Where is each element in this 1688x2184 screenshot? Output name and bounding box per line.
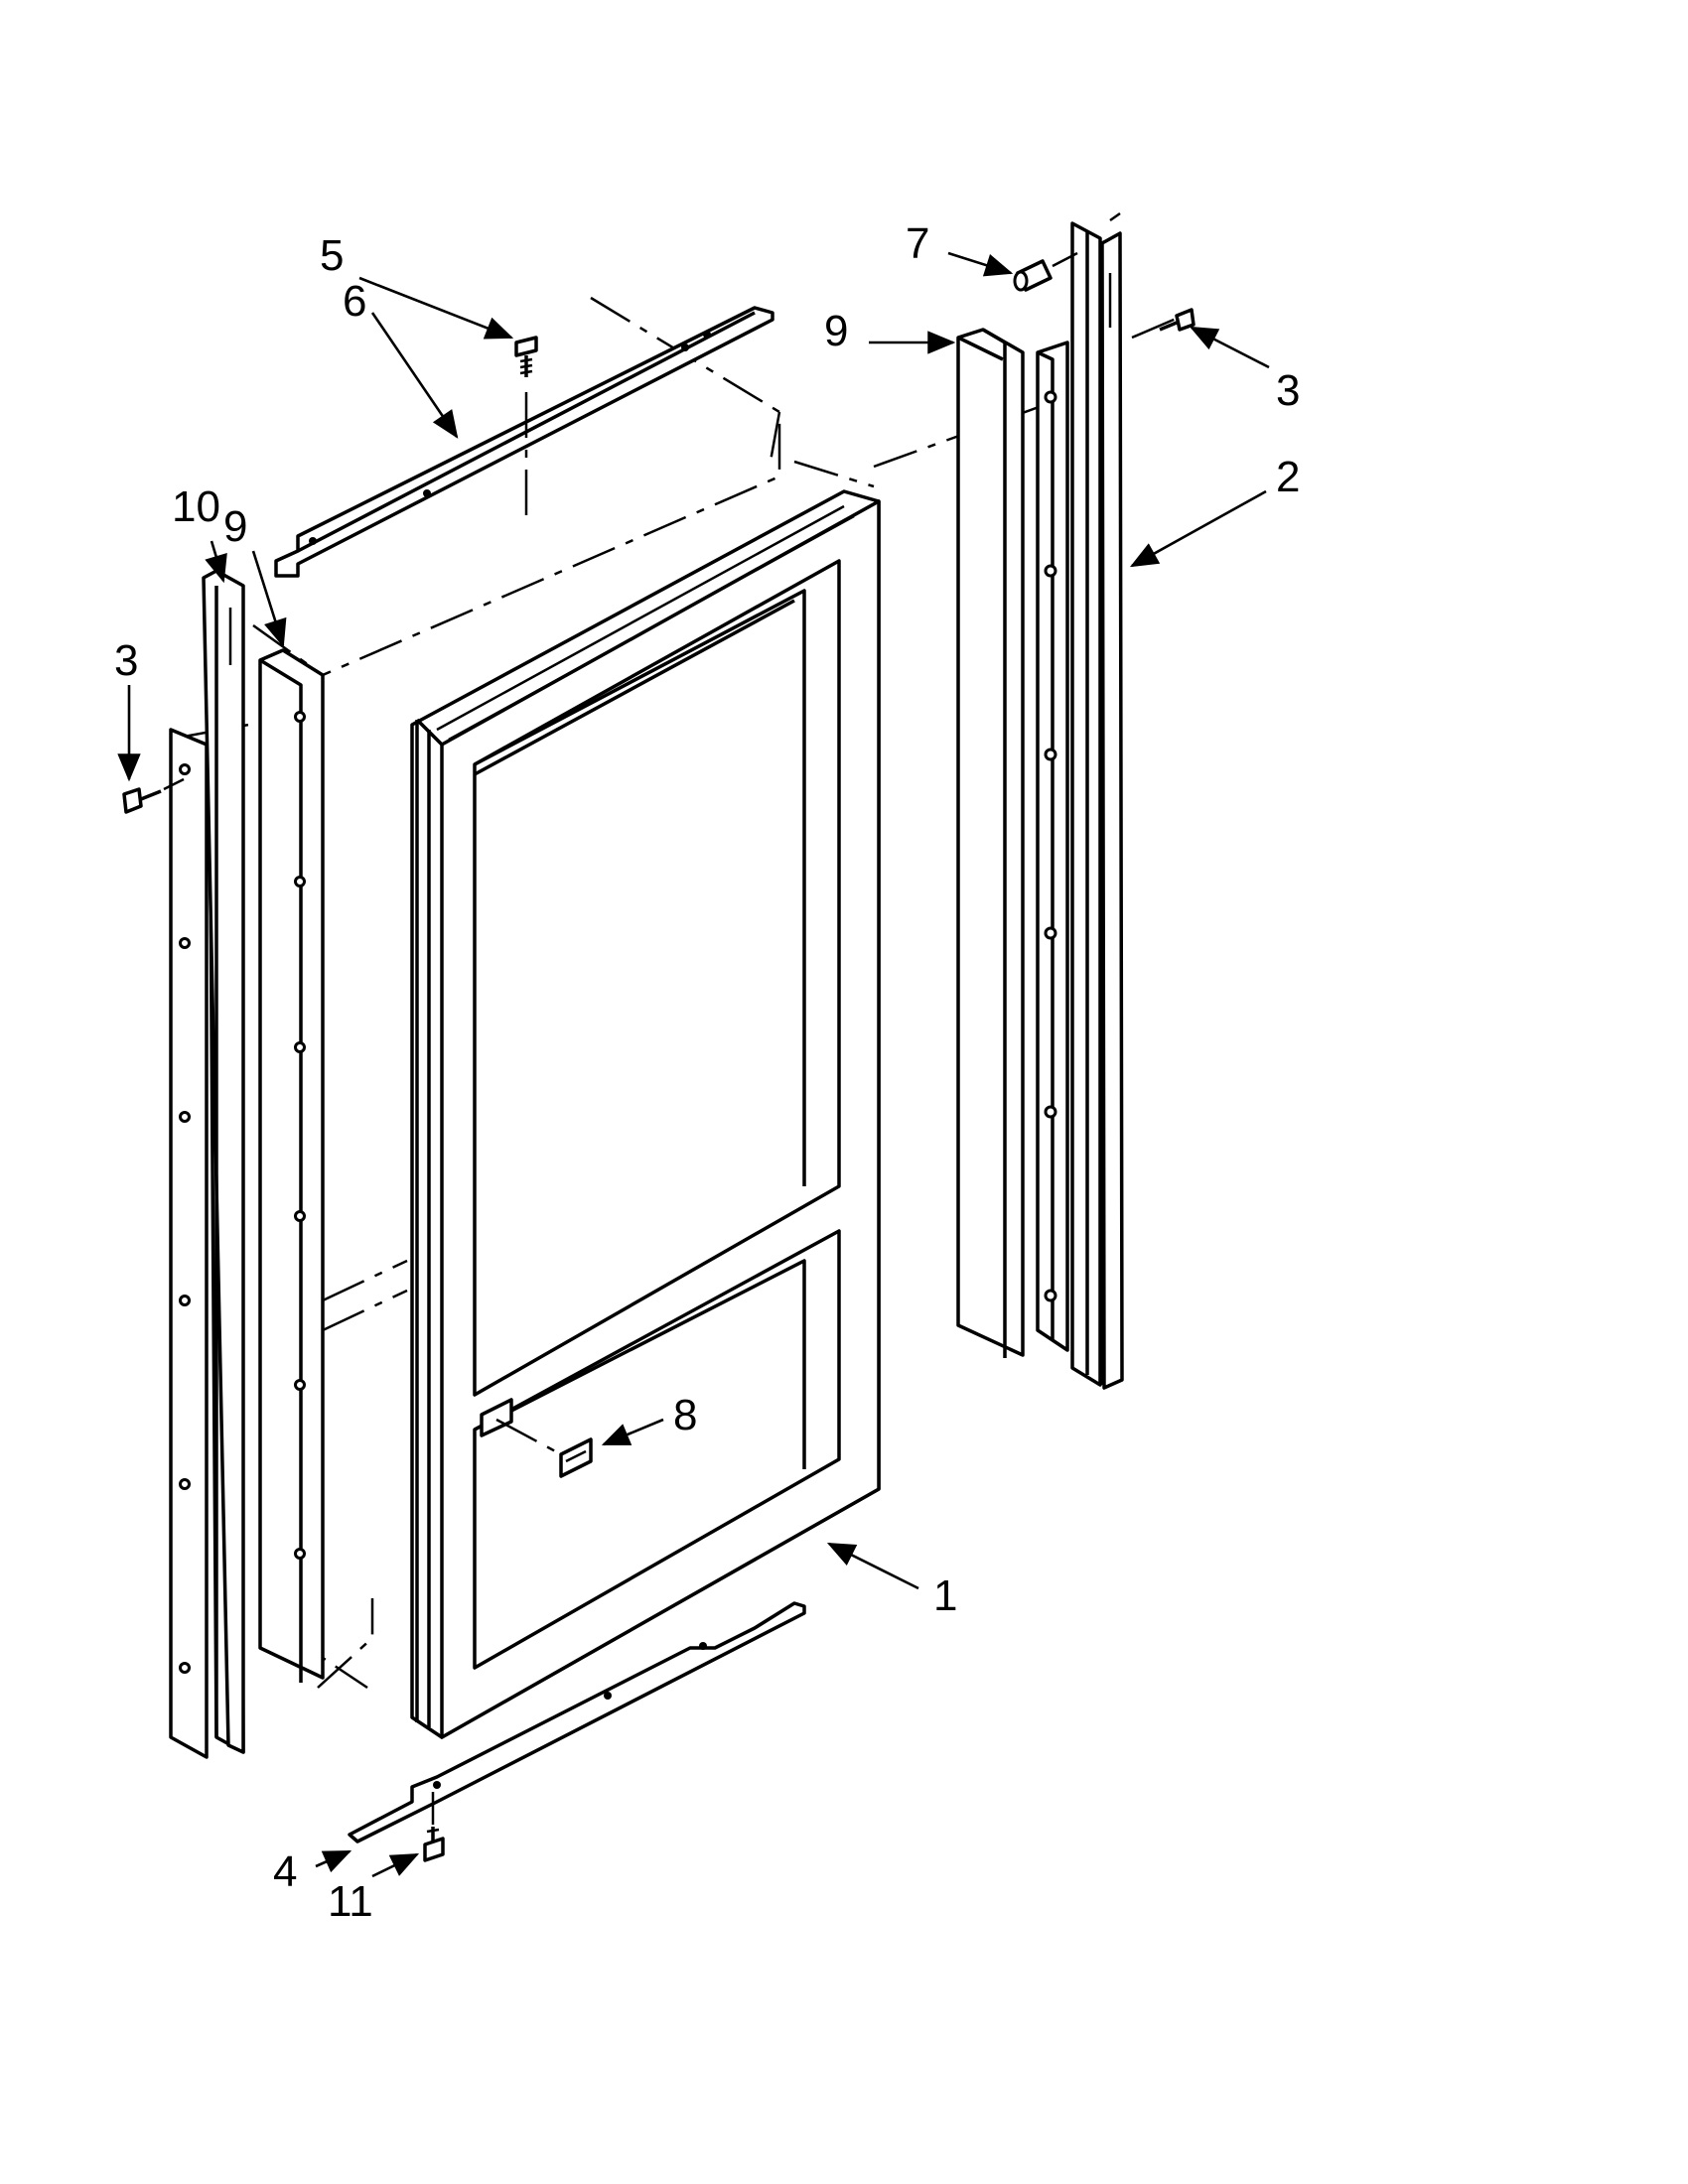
pin-part-7: [1013, 251, 1078, 292]
bottom-bracket-part-4: [348, 1601, 806, 1843]
callout-5: 5: [320, 231, 344, 280]
screw-part-3-left: [122, 777, 185, 814]
callout-9-left: 9: [223, 502, 247, 551]
callout-6: 6: [343, 277, 366, 326]
callout-3-right: 3: [1276, 366, 1300, 415]
screw-part-3-right: [1159, 308, 1196, 332]
left-outer-trim-part-10: [169, 569, 245, 1759]
screw-part-11: [423, 1792, 445, 1862]
callout-1: 1: [933, 1571, 957, 1620]
door-frame-part-1: [410, 489, 881, 1739]
callout-3-left: 3: [114, 636, 138, 685]
callout-labels: 1 2 3 3 4 5 6 7 8 9 9 10 11: [114, 219, 1300, 1926]
callout-4: 4: [273, 1847, 297, 1896]
screw-part-5: [514, 336, 538, 516]
right-channel-part-2: [1070, 211, 1124, 1390]
leader-lines: [117, 251, 1270, 1878]
callout-7: 7: [906, 219, 929, 268]
callout-10: 10: [172, 482, 220, 531]
left-spacer-part-9: [258, 648, 325, 1683]
callout-8: 8: [673, 1391, 697, 1439]
right-side-trim: [1036, 341, 1069, 1352]
right-spacer-part-9: [956, 328, 1025, 1358]
callout-11: 11: [328, 1877, 373, 1926]
callout-9-right: 9: [824, 307, 848, 355]
badge-part-8: [480, 1398, 593, 1478]
callout-2: 2: [1276, 453, 1300, 501]
